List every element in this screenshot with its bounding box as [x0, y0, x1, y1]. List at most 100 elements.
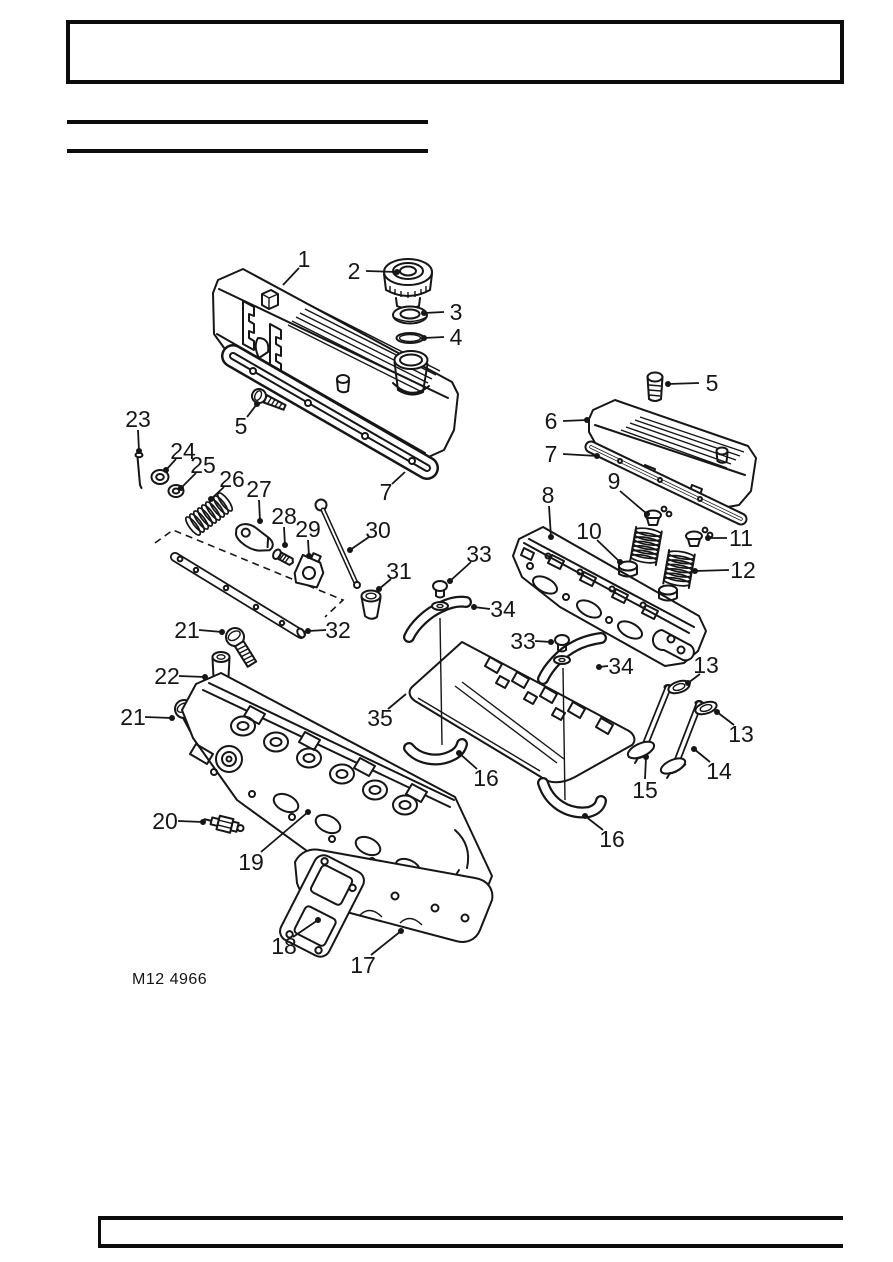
part-valve-seal-rear: [694, 700, 718, 716]
callout-19: 19: [238, 809, 311, 875]
callout-dot: [200, 819, 206, 825]
part-washer-24: [150, 469, 170, 485]
callout-leader: [260, 811, 309, 853]
callout-leader: [449, 561, 472, 582]
callout-leader: [423, 311, 445, 314]
part-spring-seat-rear: [658, 584, 678, 602]
part-cover-bolt-right: [646, 371, 664, 402]
callout-8: 8: [542, 482, 555, 540]
callout-number: 1: [298, 246, 311, 272]
callout-25: 25: [178, 452, 216, 491]
callout-dot: [665, 381, 671, 387]
callout-leader: [667, 382, 700, 385]
callout-34: 34: [471, 596, 516, 622]
callout-leader: [258, 499, 261, 522]
callout-number: 30: [365, 517, 391, 543]
callout-5: 5: [665, 370, 718, 396]
callout-7: 7: [380, 471, 406, 505]
callout-number: 5: [235, 413, 248, 439]
callout-dot: [282, 542, 288, 548]
callout-dot: [548, 534, 554, 540]
part-pushrod: [314, 498, 361, 589]
rocker-kit-outline: [154, 529, 345, 618]
callout-dot: [178, 485, 184, 491]
callout-dot: [398, 928, 404, 934]
callout-number: 21: [120, 704, 146, 730]
callout-leader: [180, 472, 197, 489]
title-rule: [67, 120, 428, 124]
callout-dot: [692, 568, 698, 574]
callout-16: 16: [582, 813, 625, 852]
callout-number: 12: [730, 557, 756, 583]
part-cylinder-head-right: [512, 526, 707, 667]
callout-dot: [163, 467, 169, 473]
callout-26: 26: [208, 466, 245, 502]
callout-33: 33: [447, 541, 492, 584]
callout-number: 6: [545, 408, 558, 434]
callout-number: 33: [510, 628, 536, 654]
callout-dot: [644, 511, 650, 517]
callout-3: 3: [421, 299, 462, 325]
callout-dot: [305, 809, 311, 815]
callout-number: 22: [154, 663, 180, 689]
callout-number: 3: [450, 299, 463, 325]
callout-number: 18: [271, 933, 297, 959]
callout-31: 31: [376, 558, 412, 592]
callout-number: 10: [576, 518, 602, 544]
callout-number: 2: [348, 258, 361, 284]
callout-number: 17: [350, 952, 376, 978]
callout-dot: [685, 680, 691, 686]
callout-leader: [562, 453, 598, 457]
part-valley-screw-rear: [553, 634, 571, 665]
callout-leader: [178, 675, 206, 678]
callout-21: 21: [120, 704, 175, 730]
callout-16: 16: [456, 750, 499, 791]
callout-leader: [387, 693, 407, 710]
callout-32: 32: [305, 617, 351, 643]
callout-30: 30: [347, 517, 391, 553]
callout-7: 7: [545, 441, 600, 467]
callout-number: 16: [599, 826, 625, 852]
callout-number: 32: [325, 617, 351, 643]
callout-number: 8: [542, 482, 555, 508]
callout-number: 31: [386, 558, 412, 584]
callout-dot: [548, 639, 554, 645]
subtitle-rule: [67, 149, 428, 153]
callout-leader: [423, 336, 445, 339]
part-rocker-pedestal: [293, 552, 325, 589]
callout-dot: [202, 674, 208, 680]
callout-dot: [582, 813, 588, 819]
callout-number: 34: [490, 596, 516, 622]
callout-dot: [254, 401, 260, 407]
callout-dot: [219, 629, 225, 635]
callout-leader: [177, 820, 204, 823]
callout-29: 29: [295, 516, 321, 559]
part-cover-gasket-right: [584, 440, 748, 526]
callout-number: 4: [450, 324, 463, 350]
callout-6: 6: [545, 408, 590, 434]
callout-number: 7: [380, 479, 393, 505]
part-valve-spring-front: [629, 526, 663, 566]
page-header-box: [66, 20, 844, 84]
part-rocker-cover-left: [212, 268, 459, 460]
callout-2: 2: [348, 258, 400, 284]
callout-leader: [562, 419, 588, 422]
part-spark-plug: [203, 814, 245, 834]
callout-13: 13: [714, 709, 754, 747]
callout-number: 20: [152, 808, 178, 834]
part-oil-filler-cap: [383, 258, 433, 310]
callout-leader: [137, 429, 140, 452]
part-valley-screw-front: [431, 580, 449, 611]
callout-number: 15: [632, 777, 658, 803]
callout-dot: [714, 709, 720, 715]
figure-code: M12 4966: [132, 971, 208, 988]
callout-leader: [584, 815, 604, 831]
callout-12: 12: [692, 557, 756, 583]
part-rocker-cover-right: [588, 399, 757, 509]
callout-20: 20: [152, 808, 206, 834]
alignment-line-rear: [562, 667, 566, 801]
callout-leader: [283, 526, 286, 546]
callout-number: 25: [190, 452, 216, 478]
